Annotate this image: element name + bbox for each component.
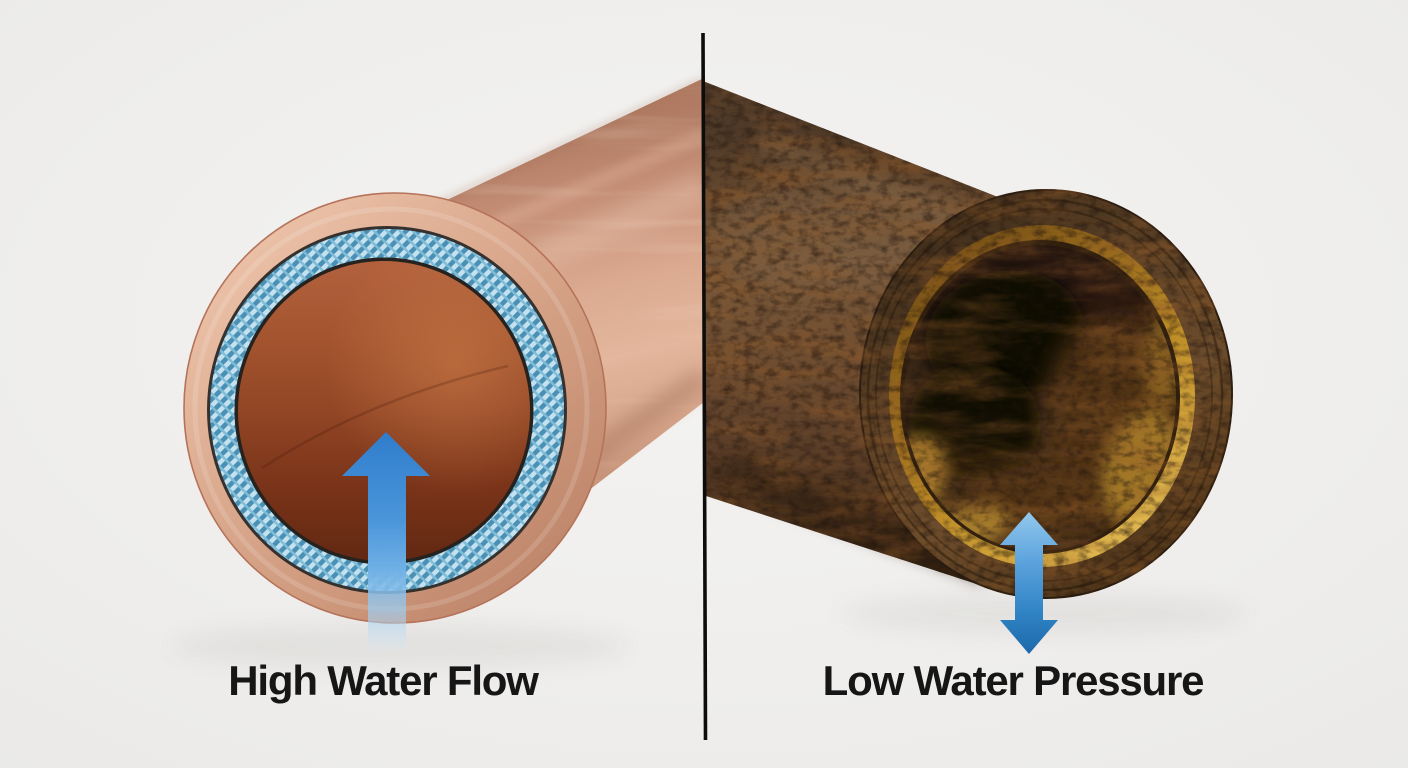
copper-pipe-illustration (168, 77, 704, 668)
right-caption: Low Water Pressure (822, 657, 1205, 704)
interior-seam-line (261, 364, 509, 470)
pressure-up-down-arrow-icon (1000, 512, 1058, 654)
divider-line (701, 32, 708, 741)
rusty-pipe-shadow (840, 594, 1250, 634)
rusty-pipe-illustration (703, 81, 1250, 654)
flow-up-arrow-icon (342, 432, 430, 652)
rim-groove-inner (875, 208, 1213, 582)
rim-groove-outer (866, 198, 1224, 592)
left-caption: High Water Flow (228, 657, 539, 704)
